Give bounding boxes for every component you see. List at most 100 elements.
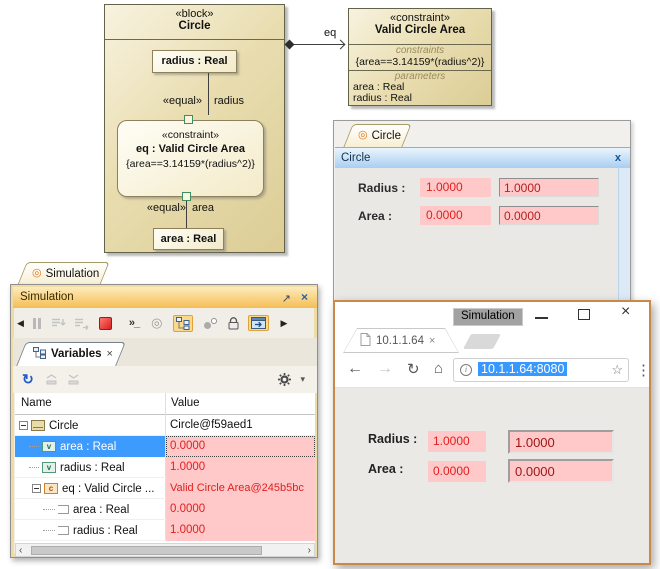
column-separator[interactable] — [165, 393, 166, 541]
row-name: eq : Valid Circle ... — [62, 482, 155, 495]
collapse-expander-icon[interactable] — [32, 484, 41, 493]
restore-icon[interactable]: ↗ — [281, 293, 291, 305]
block-row-icon — [31, 420, 45, 431]
page-icon — [360, 332, 371, 349]
trigger-target-icon[interactable]: ◎ — [151, 315, 163, 330]
scroll-right-icon[interactable]: › — [307, 544, 311, 556]
table-row-eq-area[interactable]: area : Real 0.0000 — [15, 499, 315, 520]
row-value[interactable]: 0.0000 — [166, 499, 315, 520]
constraint-block-name: Valid Circle Area — [374, 24, 466, 36]
url-text[interactable]: 10.1.1.64:8080 — [478, 362, 568, 376]
simulation-toolbar: ◀ »_ ◎ ▶ — [13, 308, 317, 338]
toolbar-overflow-right-icon[interactable]: ▶ — [280, 317, 288, 328]
variables-tab-close-icon[interactable]: × — [106, 348, 113, 360]
value-property-icon: v — [42, 462, 56, 473]
constraint-block-header: «constraint» Valid Circle Area — [349, 9, 491, 45]
step-into-button[interactable] — [51, 317, 66, 330]
tab-close-icon[interactable]: × — [428, 334, 436, 347]
threads-icon[interactable] — [203, 317, 218, 330]
equal-stereotype-area: «equal» — [146, 202, 186, 214]
table-row-area[interactable]: v area : Real 0.0000 — [15, 436, 315, 457]
info-icon[interactable]: i — [460, 364, 472, 376]
row-name: area : Real — [60, 440, 117, 453]
tab-variables[interactable]: Variables × — [16, 342, 126, 366]
step-over-button[interactable] — [74, 317, 89, 330]
scrollbar-thumb[interactable] — [31, 546, 262, 555]
bookmark-star-icon[interactable]: ☆ — [611, 362, 623, 377]
new-tab-button[interactable] — [463, 334, 501, 349]
part-area-real[interactable]: area : Real — [153, 228, 224, 250]
row-name: radius : Real — [73, 524, 138, 537]
tab-circle[interactable]: ◎ Circle — [343, 124, 412, 147]
row-value[interactable]: Circle@f59aed1 — [170, 419, 253, 431]
circle-panel-scroll-strip[interactable] — [618, 168, 629, 300]
circle-panel-close-icon[interactable]: x — [614, 152, 621, 164]
pause-button[interactable] — [32, 317, 42, 329]
scroll-left-icon[interactable]: ‹ — [19, 544, 23, 556]
browser-menu-icon[interactable]: ⋮ — [636, 362, 651, 379]
back-icon[interactable]: ← — [347, 360, 363, 377]
stop-button[interactable] — [98, 316, 112, 330]
minimize-icon[interactable] — [535, 317, 548, 319]
eq-connector-line[interactable] — [287, 44, 345, 45]
maximize-icon[interactable] — [578, 309, 590, 320]
refresh-icon[interactable]: ↻ — [22, 371, 34, 387]
row-value[interactable]: 0.0000 — [166, 436, 315, 457]
variables-table: Name Value Circle Circle@f59aed1 v area … — [15, 393, 315, 543]
variables-view-button[interactable] — [172, 314, 193, 332]
circle-area-input[interactable] — [499, 206, 599, 225]
constraint-property-icon: c — [44, 483, 58, 494]
reload-icon[interactable]: ↻ — [407, 361, 420, 378]
address-bar[interactable]: i 10.1.1.64:8080 ☆ — [453, 358, 629, 382]
tab-simulation[interactable]: ◎ Simulation — [17, 262, 110, 285]
circle-radius-input[interactable] — [499, 178, 599, 197]
lock-icon[interactable] — [228, 316, 239, 330]
row-value[interactable]: 1.0000 — [166, 457, 315, 478]
horizontal-scrollbar[interactable]: ‹ › — [15, 543, 315, 557]
circle-tab-target-icon: ◎ — [358, 129, 368, 141]
close-icon[interactable]: × — [621, 303, 631, 320]
binding-connector-area[interactable] — [186, 201, 187, 228]
row-value[interactable]: Valid Circle Area@245b5bc — [166, 478, 315, 499]
console-icon[interactable]: »_ — [128, 317, 140, 329]
home-icon[interactable]: ⌂ — [434, 360, 444, 377]
table-row-eq[interactable]: c eq : Valid Circle ... Valid Circle Are… — [15, 478, 315, 499]
circle-tab-label: Circle — [371, 129, 401, 142]
gear-dropdown-icon[interactable]: ▾ — [300, 374, 305, 384]
parameters-caption: parameters — [394, 71, 446, 82]
constraint-parameter-icon — [58, 526, 69, 535]
gear-icon[interactable] — [278, 373, 291, 386]
variables-tree-icon — [33, 346, 46, 362]
table-row-radius[interactable]: v radius : Real 1.0000 — [15, 457, 315, 478]
simulation-panel-close-icon[interactable]: × — [300, 290, 308, 304]
web-radius-input[interactable] — [508, 430, 614, 454]
column-value[interactable]: Value — [171, 397, 200, 409]
collapse-expander-icon[interactable] — [19, 421, 28, 430]
constraints-caption: constraints — [395, 45, 445, 56]
constraint-block-stereotype: «constraint» — [390, 12, 450, 24]
constraint-parameter-port-radius[interactable] — [184, 115, 193, 124]
constraint-block-valid-circle-area[interactable]: «constraint» Valid Circle Area constrain… — [348, 8, 492, 106]
table-row-eq-radius[interactable]: radius : Real 1.0000 — [15, 520, 315, 541]
toolbar-overflow-left-icon[interactable]: ◀ — [17, 317, 24, 328]
constraint-parameter-icon — [58, 505, 69, 514]
browser-titlebar[interactable]: Simulation × — [335, 302, 649, 328]
circle-panel-titlebar[interactable]: Circle x — [335, 147, 630, 168]
binding-connector-radius[interactable] — [208, 73, 209, 115]
collapse-all-icon[interactable] — [45, 373, 58, 386]
web-area-value: 0.0000 — [428, 461, 486, 482]
area-binding-label: area — [192, 202, 215, 214]
simulation-panel-titlebar[interactable]: Simulation ↗ × — [13, 287, 317, 308]
web-area-input[interactable] — [508, 459, 614, 483]
column-name[interactable]: Name — [21, 397, 52, 409]
constraint-parameter-port-area[interactable] — [182, 192, 191, 201]
expand-all-icon[interactable] — [67, 373, 80, 386]
constraint-property-eq[interactable]: «constraint» eq : Valid Circle Area {are… — [117, 120, 264, 197]
table-row-circle[interactable]: Circle Circle@f59aed1 — [15, 415, 315, 436]
forward-icon[interactable]: → — [377, 360, 393, 377]
constraint-property-name: eq : Valid Circle Area — [135, 143, 246, 155]
auto-open-window-button[interactable] — [247, 315, 269, 331]
part-radius-real[interactable]: radius : Real — [152, 50, 237, 73]
row-value[interactable]: 1.0000 — [166, 520, 315, 541]
browser-tab[interactable]: 10.1.1.64 × — [343, 328, 459, 353]
